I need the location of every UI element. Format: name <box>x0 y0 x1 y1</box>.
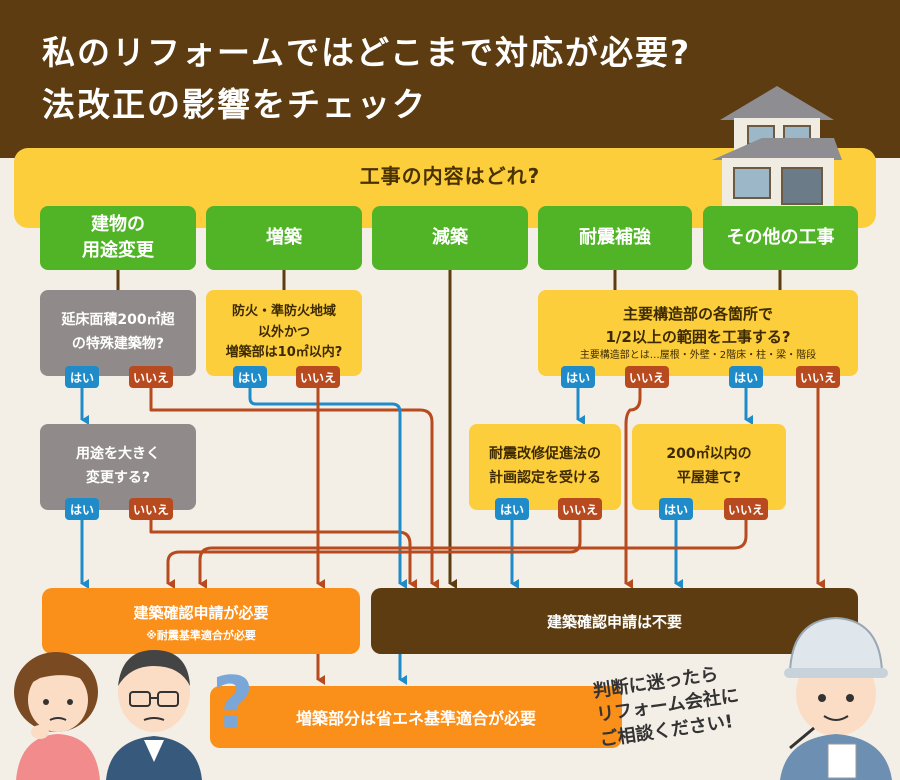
no-tag: いいえ <box>129 498 173 520</box>
category-seismic: 耐震補強 <box>538 206 692 270</box>
worried-man-illustration <box>106 650 202 780</box>
yes-tag: はい <box>233 366 267 388</box>
no-tag: いいえ <box>796 366 840 388</box>
yes-tag: はい <box>561 366 595 388</box>
no-tag: いいえ <box>558 498 602 520</box>
page-title-line1: 私のリフォームではどこまで対応が必要? <box>42 33 692 72</box>
result-energy-standard: 増築部分は省エネ基準適合が必要 <box>210 686 622 748</box>
question-main-structure: 主要構造部の各箇所で 1/2以上の範囲を工事する? 主要構造部とは…屋根・外壁・… <box>538 290 858 376</box>
worried-woman-illustration <box>14 652 100 780</box>
result-permit-required-title: 建築確認申請が必要 <box>133 604 269 622</box>
page-header: 私のリフォームではどこまで対応が必要? 法改正の影響をチェック <box>0 0 900 158</box>
house-illustration <box>712 86 842 210</box>
worker-illustration <box>780 616 892 780</box>
result-permit-required-note: ※耐震基準適合が必要 <box>146 629 256 642</box>
no-tag: いいえ <box>129 366 173 388</box>
question-floor-area: 延床面積200㎡超の特殊建築物? <box>40 290 196 376</box>
page-title-line2: 法改正の影響をチェック <box>42 85 427 124</box>
no-tag: いいえ <box>724 498 768 520</box>
yes-tag: はい <box>65 498 99 520</box>
question-one-story: 200㎡以内の平屋建て? <box>632 424 786 510</box>
category-use-change: 建物の用途変更 <box>40 206 196 270</box>
main-question: 工事の内容はどれ? <box>359 164 541 188</box>
category-reduction: 減築 <box>372 206 528 270</box>
main-structure-note: 主要構造部とは…屋根・外壁・2階床・柱・梁・階段 <box>579 350 817 361</box>
yes-tag: はい <box>729 366 763 388</box>
question-fire-zone: 防火・準防火地域以外かつ増築部は10㎡以内? <box>206 290 362 376</box>
question-use-change: 用途を大きく変更する? <box>40 424 196 510</box>
no-tag: いいえ <box>625 366 669 388</box>
category-other: その他の工事 <box>703 206 858 270</box>
yes-tag: はい <box>659 498 693 520</box>
question-seismic-cert: 耐震改修促進法の計画認定を受ける <box>469 424 621 510</box>
no-tag: いいえ <box>296 366 340 388</box>
yes-tag: はい <box>65 366 99 388</box>
svg-text:?: ? <box>212 661 254 740</box>
result-permit-not-required: 建築確認申請は不要 <box>371 588 858 654</box>
yes-tag: はい <box>495 498 529 520</box>
category-extension: 増築 <box>206 206 362 270</box>
question-mark-icon: ? <box>212 661 254 740</box>
result-permit-required: 建築確認申請が必要 ※耐震基準適合が必要 <box>42 588 360 654</box>
